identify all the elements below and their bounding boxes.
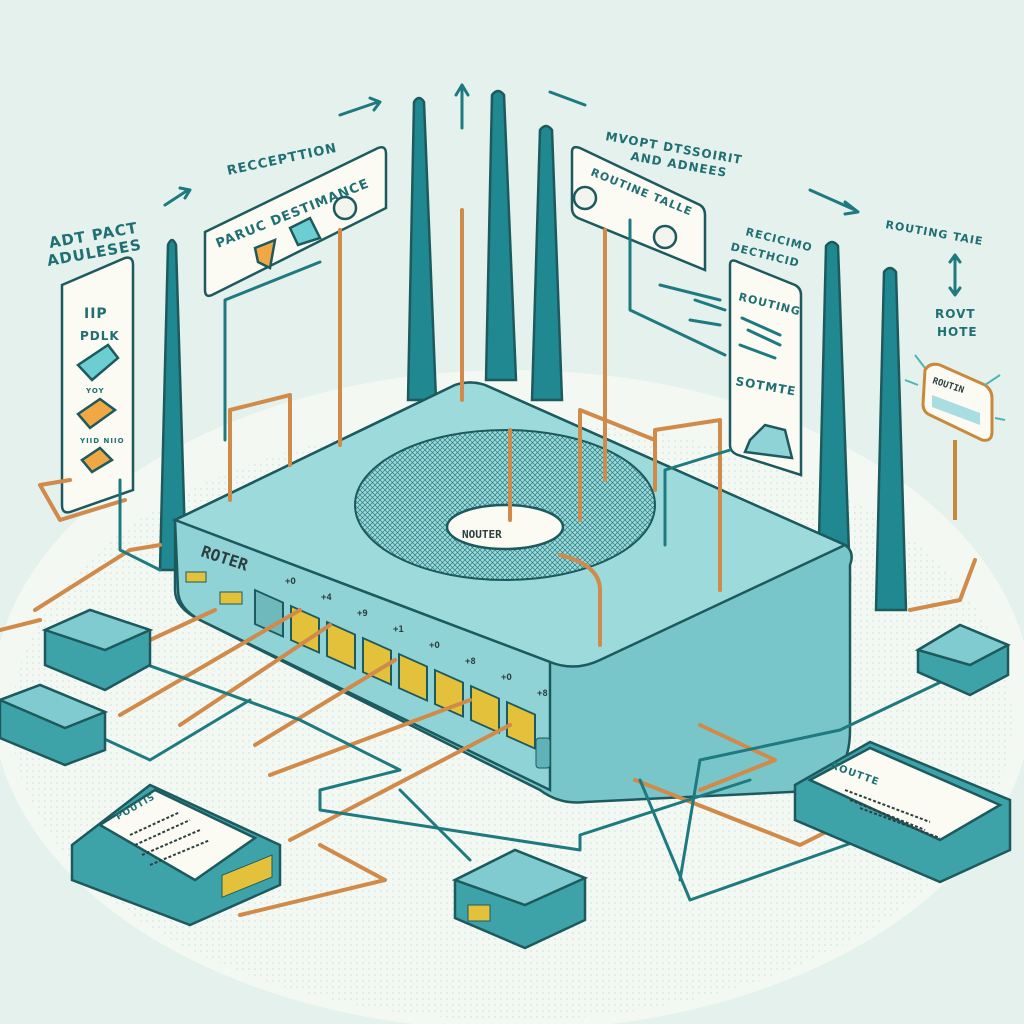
- port-label: +O: [501, 673, 512, 683]
- cable: [253, 658, 397, 747]
- device-center-switch: [451, 848, 589, 950]
- port-label: +O: [429, 641, 440, 651]
- cable: [0, 618, 42, 632]
- device-right-router: ROUTTE: [793, 740, 1012, 884]
- antennas: [158, 89, 908, 612]
- globe-icon: [332, 195, 358, 221]
- power-port: [185, 571, 207, 583]
- ethernet-port: [506, 700, 536, 751]
- cable: [148, 608, 217, 642]
- device-right-switch: [914, 623, 1011, 697]
- cable: [558, 553, 602, 647]
- label-rovt: ROVT: [935, 307, 976, 321]
- cable: [663, 448, 732, 547]
- port-label: +9: [357, 609, 368, 619]
- cable: [118, 608, 302, 717]
- double-arrow-icon: [948, 253, 962, 297]
- cable: [83, 698, 252, 762]
- cable: [908, 558, 977, 612]
- arrow-icon: [548, 90, 587, 107]
- svg-text:IIP: IIP: [84, 306, 108, 322]
- flow-arrows: [163, 83, 860, 327]
- cables: [0, 208, 977, 917]
- svg-text:YOY: YOY: [85, 387, 105, 395]
- antenna-6: [874, 266, 908, 612]
- svg-text:PDLK: PDLK: [80, 329, 120, 343]
- route-sign: ROUTIN: [904, 354, 1006, 520]
- port-label: +4: [321, 593, 332, 603]
- cable: [578, 408, 657, 522]
- antenna-4: [530, 124, 564, 402]
- envelope-icon: [76, 397, 118, 430]
- port-label: +8: [537, 689, 548, 699]
- cable: [653, 418, 722, 592]
- globe-icon: [572, 185, 598, 211]
- cable: [223, 260, 322, 442]
- cable: [238, 843, 387, 917]
- envelope-icon: [253, 238, 277, 270]
- cable: [698, 723, 777, 792]
- label-rovt-2: HOTE: [937, 325, 978, 339]
- port-label: +1: [393, 625, 404, 635]
- port-label: +8: [465, 657, 476, 667]
- cable: [638, 778, 862, 902]
- router-mini-icon: [743, 423, 794, 460]
- antenna-1: [158, 238, 188, 572]
- cable: [38, 478, 127, 522]
- routing-right-panel: ROUTING SOTMTE: [728, 259, 803, 477]
- globe-icon: [652, 224, 678, 250]
- cable: [628, 218, 727, 357]
- arrow-icon: [163, 186, 192, 207]
- port-label: +O: [285, 577, 296, 587]
- cable: [118, 653, 752, 852]
- ethernet-port: [470, 684, 500, 735]
- cable: [268, 698, 472, 777]
- antenna-3: [484, 89, 518, 382]
- left-info-panel: IIP PDLK YOY YIID NIIO: [60, 256, 135, 514]
- arrow-icon: [454, 83, 470, 130]
- cable: [228, 393, 292, 502]
- envelope-icon: [80, 446, 115, 474]
- cable: [633, 778, 832, 847]
- device-left-modem: [0, 683, 109, 767]
- usb-port: [219, 591, 243, 605]
- antenna-2: [406, 96, 438, 402]
- envelope-icon: [76, 343, 120, 382]
- antenna-5: [816, 240, 852, 582]
- arrow-icon: [808, 188, 860, 216]
- ethernet-port: [326, 620, 356, 670]
- svg-text:YIID NIIO: YIID NIIO: [79, 437, 125, 445]
- ethernet-port: [398, 652, 428, 703]
- cable: [33, 543, 162, 612]
- cable: [288, 723, 512, 842]
- envelope-icon: [288, 216, 322, 247]
- cable: [398, 788, 472, 862]
- arrow-icon: [338, 96, 382, 117]
- device-left-switch: [41, 608, 154, 692]
- cable: [118, 478, 162, 572]
- router-top-label: NOUTER: [462, 528, 502, 541]
- arrow-icon: [658, 283, 727, 327]
- cable: [678, 678, 947, 882]
- reset-button: [535, 737, 551, 769]
- ethernet-port: [290, 604, 320, 654]
- cable: [178, 623, 332, 727]
